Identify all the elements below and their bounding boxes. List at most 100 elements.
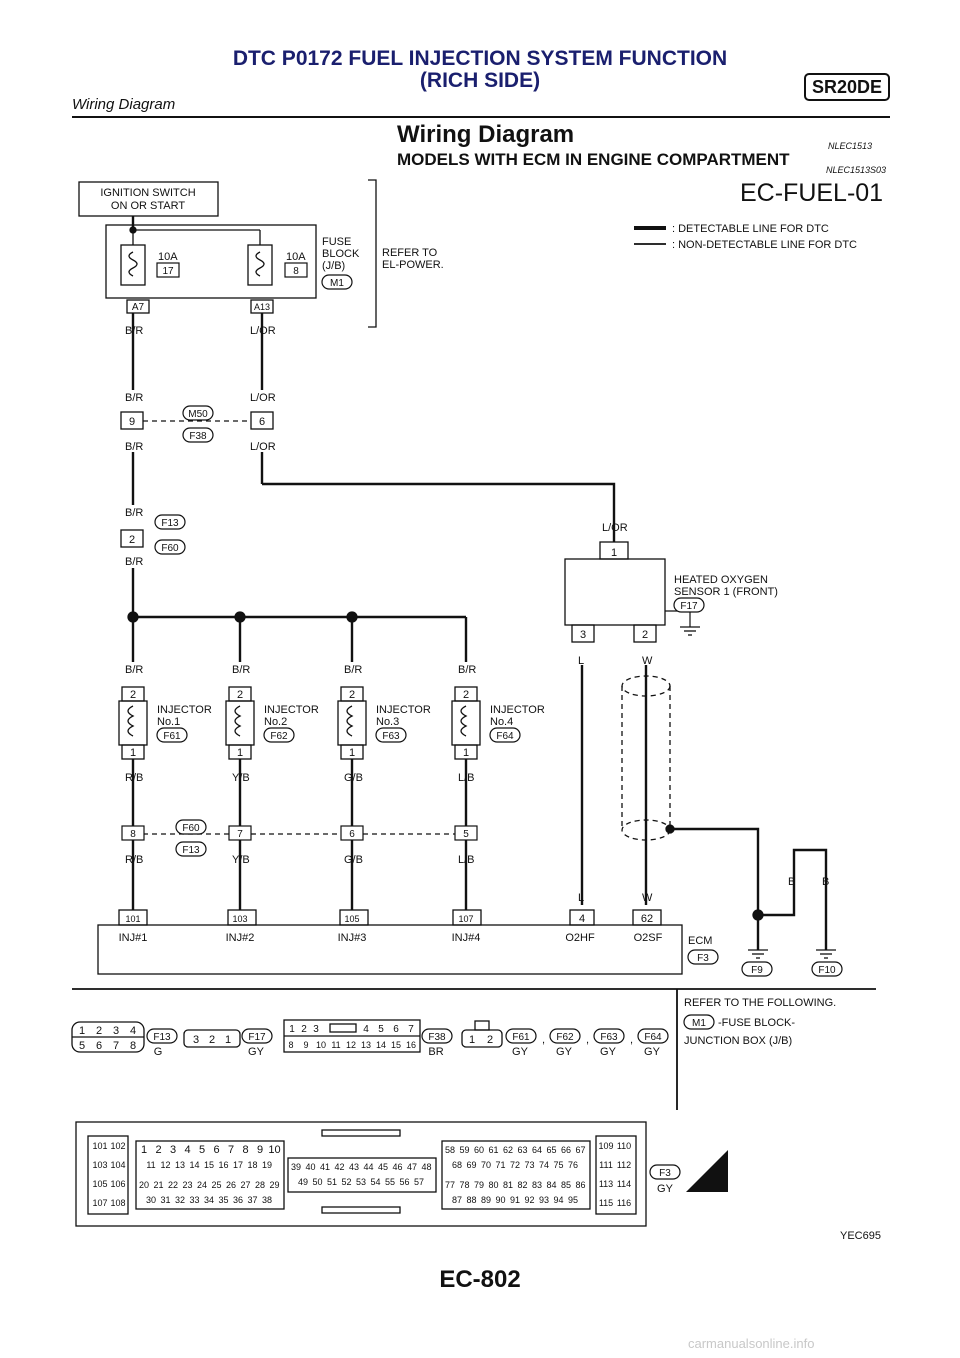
ecm-pin-label: INJ#4 [452, 932, 481, 944]
ecm-connector-pin: 110 [617, 1141, 631, 1151]
connector-pin: 12 [346, 1040, 356, 1050]
ecm-pin: 103 [232, 914, 247, 924]
ecm-connector-pin: 24 [197, 1180, 207, 1190]
ground-connector-f10: F10 [818, 965, 836, 976]
wire-color-lor: L/OR [250, 441, 276, 453]
ignition-switch-label: IGNITION SWITCH [100, 187, 195, 199]
page-header-title: DTC P0172 FUEL INJECTION SYSTEM FUNCTION… [0, 48, 960, 92]
engine-badge: SR20DE [804, 73, 890, 101]
ecm-connector-pin: 16 [218, 1160, 228, 1170]
wire-color-br: B/R [125, 325, 143, 337]
injector-connector-frame [375, 727, 407, 743]
injector-body [225, 700, 255, 746]
wire-color-w: W [642, 892, 653, 904]
ecm-connector-pin: 12 [160, 1160, 170, 1170]
ecm-connector-pin: 78 [459, 1180, 469, 1190]
wire-color-lor: L/OR [250, 325, 276, 337]
connector-f61: F61 [512, 1032, 530, 1043]
ecm-connector-pin: 20 [139, 1180, 149, 1190]
ecm-connector-pin: 5 [199, 1144, 205, 1156]
ecm-connector-pin: 3 [170, 1144, 176, 1156]
wire-color-br: B/R [125, 392, 143, 404]
ecm-connector-pin: 65 [546, 1145, 556, 1155]
connector-f17-frame [241, 1028, 273, 1044]
joint-pin: 5 [463, 829, 469, 840]
sensor-pin: 2 [642, 629, 648, 641]
ecm-connector-pin: 47 [407, 1162, 417, 1172]
wire-color-br: B/R [125, 441, 143, 453]
ecm-connector-pin: 8 [242, 1144, 248, 1156]
injector-label: No.1 [157, 716, 180, 728]
ecm-connector-pin: 71 [495, 1160, 505, 1170]
injector-label: INJECTOR [376, 704, 431, 716]
connector-pin: 10 [316, 1040, 326, 1050]
ecm-connector-pin: 4 [184, 1144, 190, 1156]
connector-f64-frame [637, 1028, 669, 1044]
ecm-connector-pin: 21 [153, 1180, 163, 1190]
connector-pin: 5 [79, 1040, 85, 1052]
ecm-connector-pin: 61 [488, 1145, 498, 1155]
wire-color: G/B [344, 772, 363, 784]
ecm-connector-pin: 64 [532, 1145, 542, 1155]
ecm-pin-label: O2HF [565, 932, 595, 944]
wire-color-br: B/R [344, 664, 362, 676]
ecm-connector-pin: 54 [370, 1177, 380, 1187]
connector-pin: 6 [96, 1040, 102, 1052]
joint-connector-f13-frame [175, 841, 207, 857]
sensor-connector-frame [673, 597, 705, 613]
ecm-pin: 107 [458, 914, 473, 924]
joint-pin: 6 [259, 416, 265, 428]
injector-pin: 1 [349, 747, 355, 759]
connector-f62-frame [549, 1028, 581, 1044]
header-rule [72, 116, 890, 118]
ecm-connector-pin: 50 [312, 1177, 322, 1187]
ecm-connector-pin: 19 [262, 1160, 272, 1170]
figure-code: YEC695 [840, 1230, 881, 1242]
ecm-connector-pin: 48 [421, 1162, 431, 1172]
connector-pin: 3 [193, 1034, 199, 1046]
connector-color: GY [644, 1046, 661, 1058]
sensor-pin: 3 [580, 629, 586, 641]
ecm-connector-pin: 103 [92, 1160, 107, 1170]
fuse-terminal-left: A7 [132, 302, 145, 313]
ecm-connector-pin: 87 [452, 1195, 462, 1205]
ecm-connector-pin: 112 [617, 1160, 631, 1170]
connector-pin: 14 [376, 1040, 386, 1050]
injector-coil [460, 705, 468, 737]
ecm-connector-pin: 56 [399, 1177, 409, 1187]
connector-pin: 1 [289, 1024, 295, 1035]
ecm-pin: 101 [125, 914, 140, 924]
section-title: Wiring Diagram [397, 121, 575, 148]
wire-color-br: B/R [125, 507, 143, 519]
ecm-main-connector: F3 [659, 1168, 671, 1179]
ecm-pin: 105 [344, 914, 359, 924]
injector-body [337, 700, 367, 746]
injector-pin: 1 [237, 747, 243, 759]
joint-pin: 8 [130, 829, 136, 840]
injector-label: INJECTOR [264, 704, 319, 716]
ecm-connector-pin: 14 [189, 1160, 199, 1170]
connector-pin: 2 [96, 1025, 102, 1037]
separator: , [542, 1034, 545, 1046]
connector-pin: 11 [331, 1040, 340, 1050]
connector-f13-frame [146, 1028, 178, 1044]
injector-coil [127, 705, 135, 737]
fuse-block-label: BLOCK [322, 248, 360, 260]
wire-color-l: L [578, 655, 584, 667]
ecm-connector-pin: 34 [204, 1195, 214, 1205]
connector-color: GY [600, 1046, 617, 1058]
ecm-connector-pin: 31 [160, 1195, 170, 1205]
ecm-connector-pin: 22 [168, 1180, 178, 1190]
joint-pin-frame [454, 825, 478, 841]
ecm-connector-frame [687, 949, 719, 965]
fuse-num-right-frame [284, 262, 308, 278]
ecm-connector-pin: 93 [539, 1195, 549, 1205]
ecm-connector-pin: 32 [175, 1195, 185, 1205]
connector-color: GY [657, 1183, 674, 1195]
ecm-connector-pin: 92 [524, 1195, 534, 1205]
ecm-connector-pin: 86 [575, 1180, 585, 1190]
connector-color: BR [428, 1046, 443, 1058]
injector-label: No.4 [490, 716, 513, 728]
refer-following: JUNCTION BOX (J/B) [684, 1035, 792, 1047]
connector-pin: 9 [303, 1040, 308, 1050]
